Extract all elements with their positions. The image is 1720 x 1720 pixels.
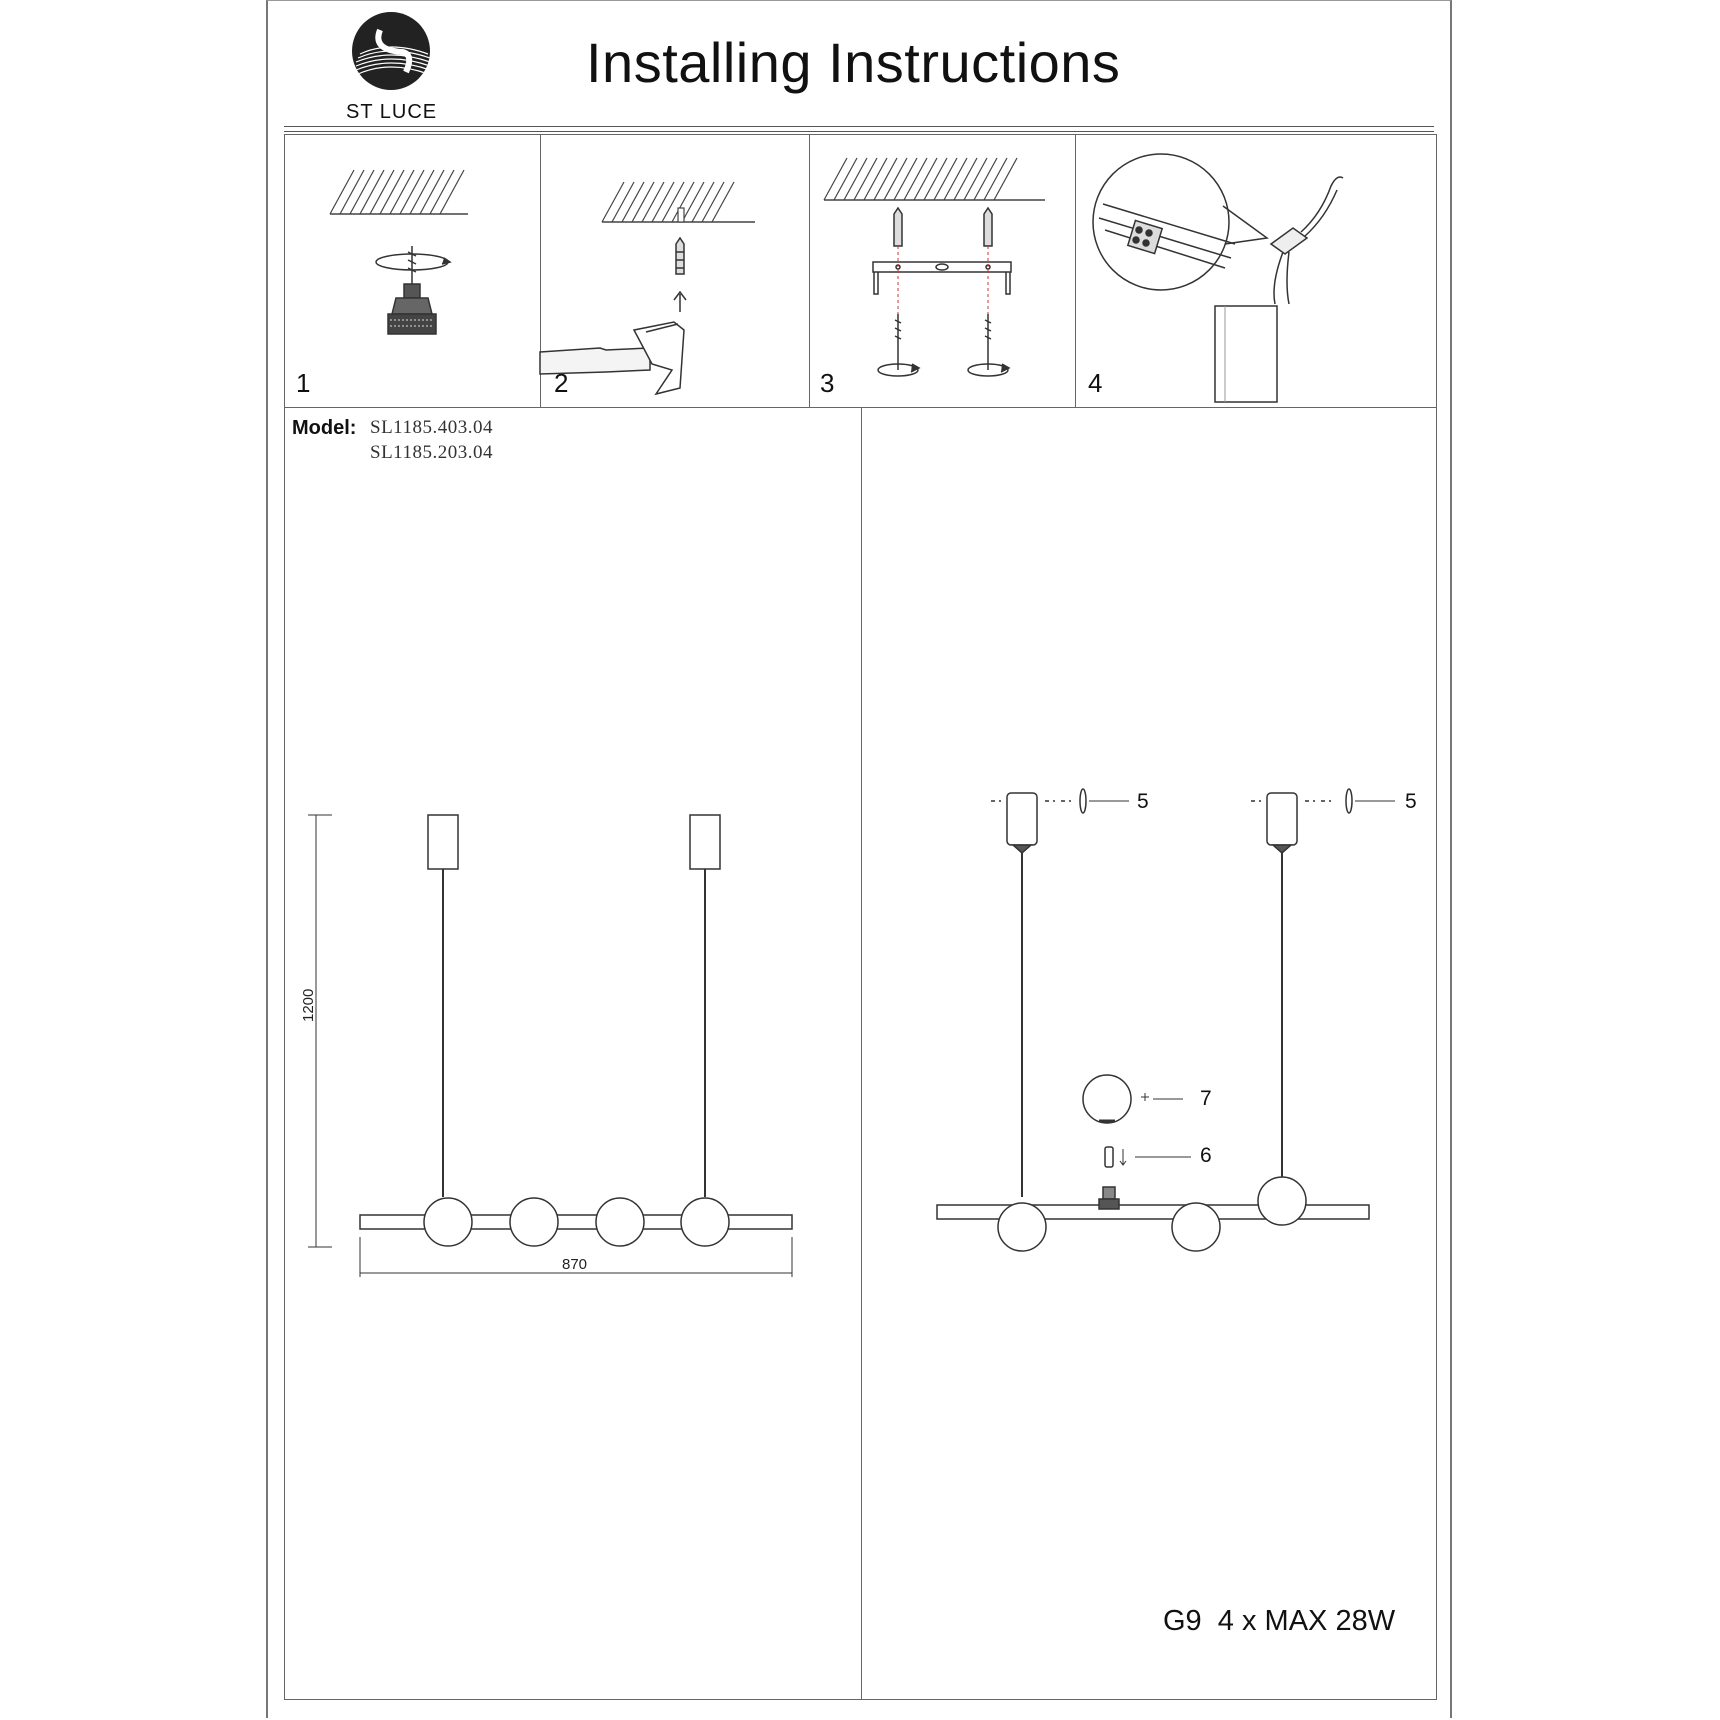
dimension-drawing <box>308 814 793 1277</box>
ceiling-hatch <box>823 157 1045 201</box>
brand-name: ST LUCE <box>346 101 438 123</box>
step-4-illustration <box>1092 153 1344 403</box>
width-dimension: 870 <box>562 1256 588 1273</box>
canopy-left <box>427 814 459 870</box>
screw-icon <box>877 314 1011 377</box>
assembly-drawing <box>936 788 1395 1252</box>
step-3-illustration <box>823 157 1045 377</box>
lamp-spec: G9 4 x MAX 28W <box>1163 1605 1396 1637</box>
step-4-number: 4 <box>1088 368 1103 398</box>
socket-icon <box>1104 1146 1114 1168</box>
model-code-2: SL1185.203.04 <box>370 442 493 463</box>
part-5-label: 5 <box>1137 790 1149 813</box>
step-3-number: 3 <box>820 368 835 398</box>
bracket-icon <box>872 261 1012 295</box>
model-label: Model: <box>292 417 357 439</box>
height-dimension: 1200 <box>300 988 317 1022</box>
wire-terminal-icon <box>1092 153 1344 305</box>
canopy-cover-icon <box>1079 788 1087 814</box>
ceiling-hatch <box>601 181 755 223</box>
globe <box>595 1197 645 1247</box>
part-6-label: 6 <box>1200 1144 1212 1167</box>
ceiling-hatch <box>329 169 468 215</box>
page-title: Installing Instructions <box>586 31 1121 94</box>
step-1-illustration <box>329 169 468 335</box>
step-2-number: 2 <box>554 368 569 398</box>
part-5-label: 5 <box>1405 790 1417 813</box>
assembly-panel <box>861 407 1437 1700</box>
canopy-icon <box>1214 305 1278 403</box>
part-7-label: 7 <box>1200 1087 1212 1110</box>
header-divider <box>284 126 1434 127</box>
canopy-right <box>689 814 721 870</box>
globe <box>509 1197 559 1247</box>
globe <box>997 1202 1047 1252</box>
instruction-sheet <box>266 0 1452 1718</box>
step-1-number: 1 <box>296 368 311 398</box>
model-code-1: SL1185.403.04 <box>370 417 493 438</box>
hammer-icon <box>539 321 685 396</box>
globe <box>423 1197 473 1247</box>
step-2-illustration <box>539 181 755 396</box>
anchor-icon <box>893 206 993 247</box>
globe <box>680 1197 730 1247</box>
globe <box>1171 1202 1221 1252</box>
canopy-cover-icon <box>1345 788 1353 814</box>
header-divider <box>284 131 1434 132</box>
globe <box>1257 1176 1307 1226</box>
drill-icon <box>375 246 452 335</box>
canopy-left <box>1006 792 1038 846</box>
anchor-icon <box>673 236 687 312</box>
canopy-right <box>1266 792 1298 846</box>
logo-icon <box>352 12 430 90</box>
shade-icon <box>1082 1074 1132 1124</box>
